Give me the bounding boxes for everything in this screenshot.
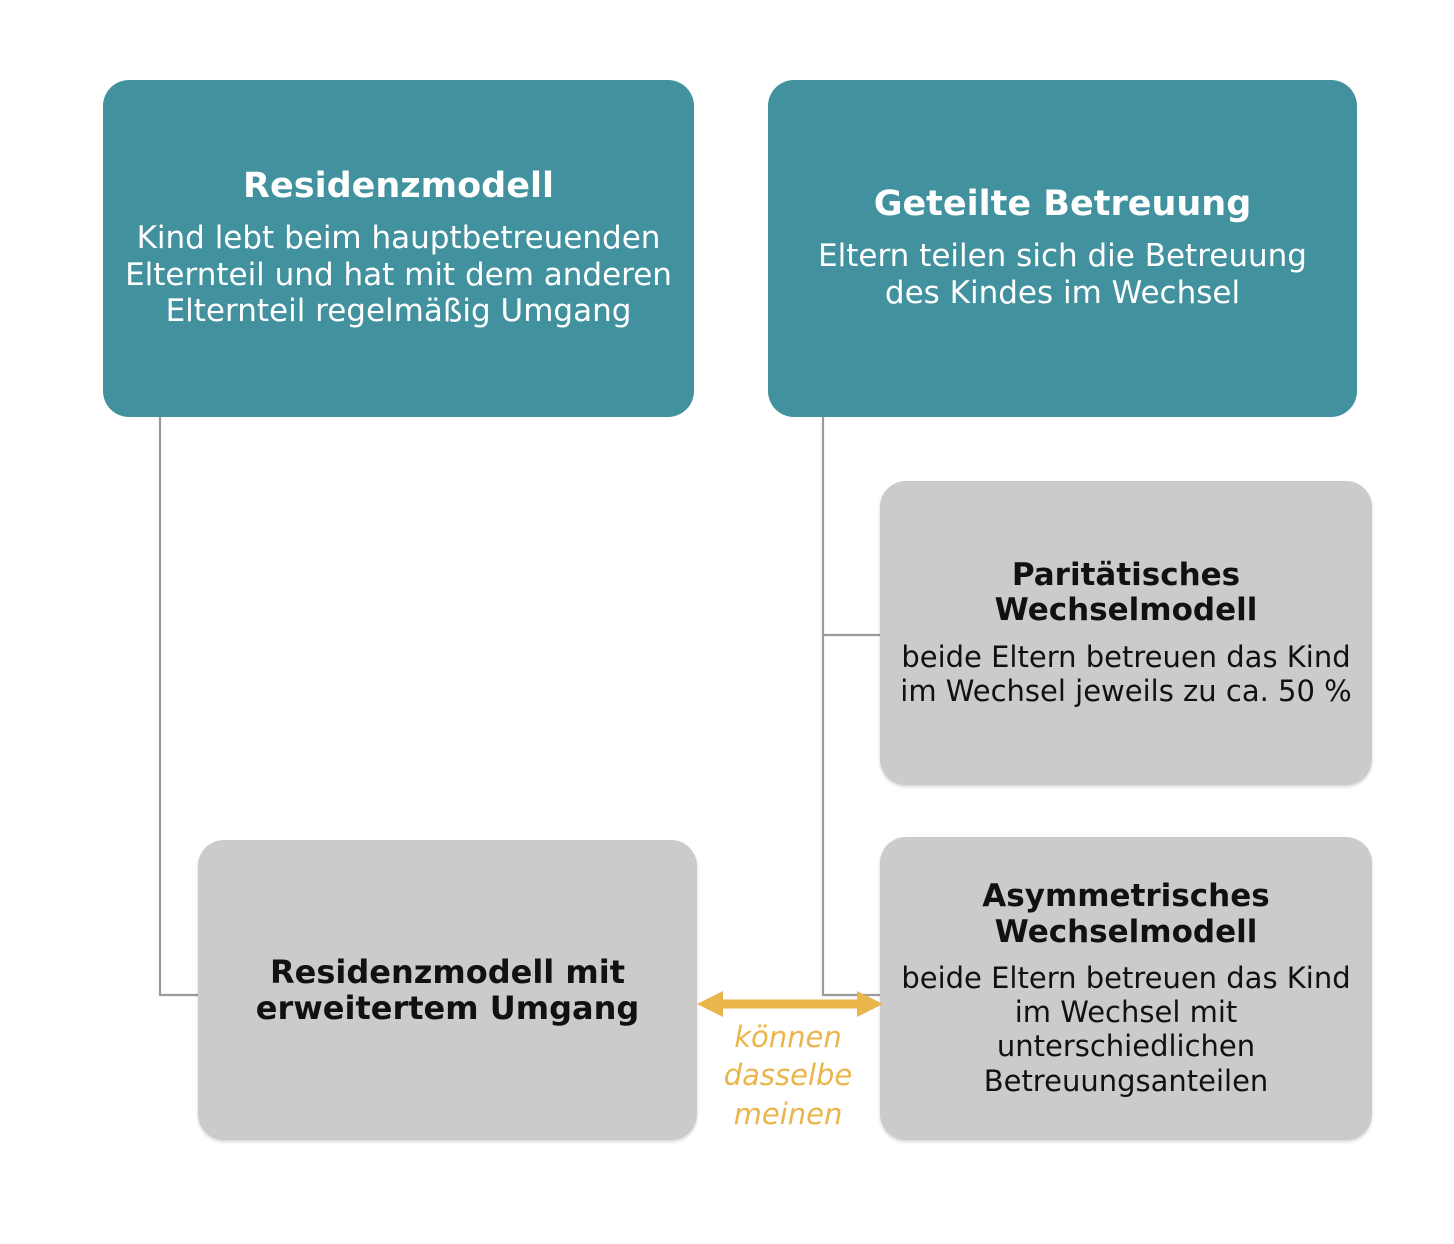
node-residenzmodell-erweitert-title: Residenzmodell mit erweitertem Umgang [255,952,640,1027]
edge-residenzmodell-to-erweitert [158,417,200,997]
node-paritaetisches-title: Paritätisches Wechselmodell [994,556,1258,629]
relation-label: können dasselbe meinen [693,1018,883,1133]
node-residenzmodell-title: Residenzmodell [243,166,554,207]
node-residenzmodell[interactable]: Residenzmodell Kind lebt beim hauptbetre… [103,80,694,417]
node-geteilte-betreuung-title: Geteilte Betreuung [873,184,1252,225]
relation-label-line-1: können [734,1020,842,1054]
node-paritaetisches-description: beide Eltern betreuen das Kind im Wechse… [900,639,1352,708]
relation-label-line-2: dasselbe [723,1058,853,1093]
node-residenzmodell-erweiterter-umgang[interactable]: Residenzmodell mit erweitertem Umgang [198,840,697,1140]
node-paritaetisches-wechselmodell[interactable]: Paritätisches Wechselmodell beide Eltern… [880,481,1372,785]
node-asymmetrisches-description: beide Eltern betreuen das Kind im Wechse… [901,960,1351,1098]
double-headed-arrow-icon [697,991,883,1017]
node-residenzmodell-description: Kind lebt beim hauptbetreuenden Elternte… [125,220,672,330]
node-geteilte-betreuung-description: Eltern teilen sich die Betreuung des Kin… [818,238,1307,311]
node-asymmetrisches-title: Asymmetrisches Wechselmodell [982,878,1270,950]
relation-label-line-3: meinen [733,1096,843,1131]
edge-geteilte-to-paritaetisches [821,417,882,637]
node-asymmetrisches-wechselmodell[interactable]: Asymmetrisches Wechselmodell beide Elter… [880,837,1372,1140]
edge-geteilte-to-asymmetrisches [821,635,882,997]
node-geteilte-betreuung[interactable]: Geteilte Betreuung Eltern teilen sich di… [768,80,1357,417]
